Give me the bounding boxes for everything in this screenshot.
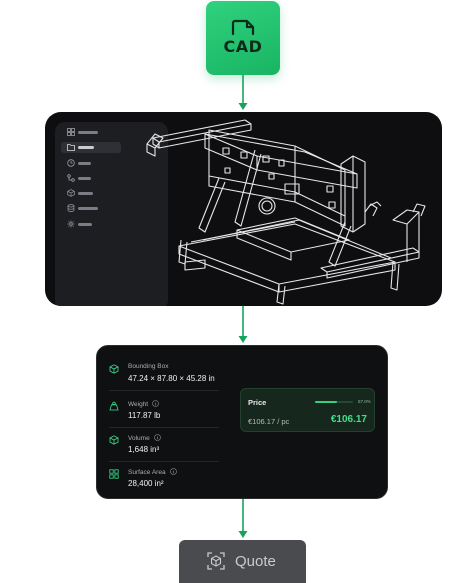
connector-arrow [236, 75, 250, 112]
sidebar-item-cube[interactable] [61, 188, 121, 199]
sidebar-item-clock[interactable] [61, 158, 121, 169]
info-icon[interactable] [169, 468, 177, 475]
price-progress-label: 57.0% [358, 399, 371, 404]
sidebar-item-folder[interactable] [61, 142, 121, 153]
cad-model-wireframe[interactable] [145, 112, 442, 306]
price-title: Price [248, 398, 267, 407]
file-icon [231, 19, 255, 36]
quote-button[interactable]: Quote [179, 540, 306, 583]
bounding-box-label: Bounding Box [128, 363, 169, 370]
sidebar-item-grid[interactable] [61, 127, 121, 138]
sidebar-item-database[interactable] [61, 203, 121, 214]
weight-label: Weight [128, 401, 149, 408]
cube-icon [109, 364, 119, 374]
gear-icon [67, 220, 75, 228]
price-per-unit: €106.17 / pc [248, 417, 290, 426]
database-icon [67, 204, 75, 212]
price-progress-fill [315, 401, 337, 403]
price-progress-bar [315, 401, 353, 403]
sidebar-item-flow[interactable] [61, 173, 121, 184]
folder-icon [67, 144, 75, 151]
connector-arrow [236, 499, 250, 540]
weight-value: 117.87 lb [128, 411, 161, 420]
info-icon[interactable] [153, 434, 161, 441]
grid-icon [67, 128, 75, 136]
info-icon[interactable] [152, 400, 159, 407]
price-total: €106.17 [330, 414, 367, 425]
cad-node: CAD [206, 1, 280, 75]
cad-viewer-panel[interactable] [45, 112, 442, 306]
grid-icon [109, 469, 119, 479]
volume-value: 1,648 in³ [128, 445, 160, 454]
volume-label: Volume [128, 435, 150, 442]
surface-area-label: Surface Area [128, 469, 166, 476]
cad-label: CAD [223, 37, 263, 56]
weight-icon [109, 401, 119, 411]
price-card: Price 57.0% €106.17 / pc €106.17 [240, 388, 375, 432]
quote-box-icon [207, 552, 225, 570]
part-properties-panel: Bounding Box 47.24 × 87.80 × 45.28 in We… [96, 345, 388, 499]
flow-icon [67, 174, 75, 182]
clock-icon [67, 159, 75, 167]
surface-area-value: 28,400 in² [128, 479, 164, 488]
cube-icon [67, 189, 75, 197]
quote-label: Quote [235, 553, 276, 570]
connector-arrow [236, 306, 250, 345]
sidebar-item-gear[interactable] [61, 219, 121, 230]
cube-icon [109, 435, 119, 445]
bounding-box-value: 47.24 × 87.80 × 45.28 in [128, 374, 215, 383]
